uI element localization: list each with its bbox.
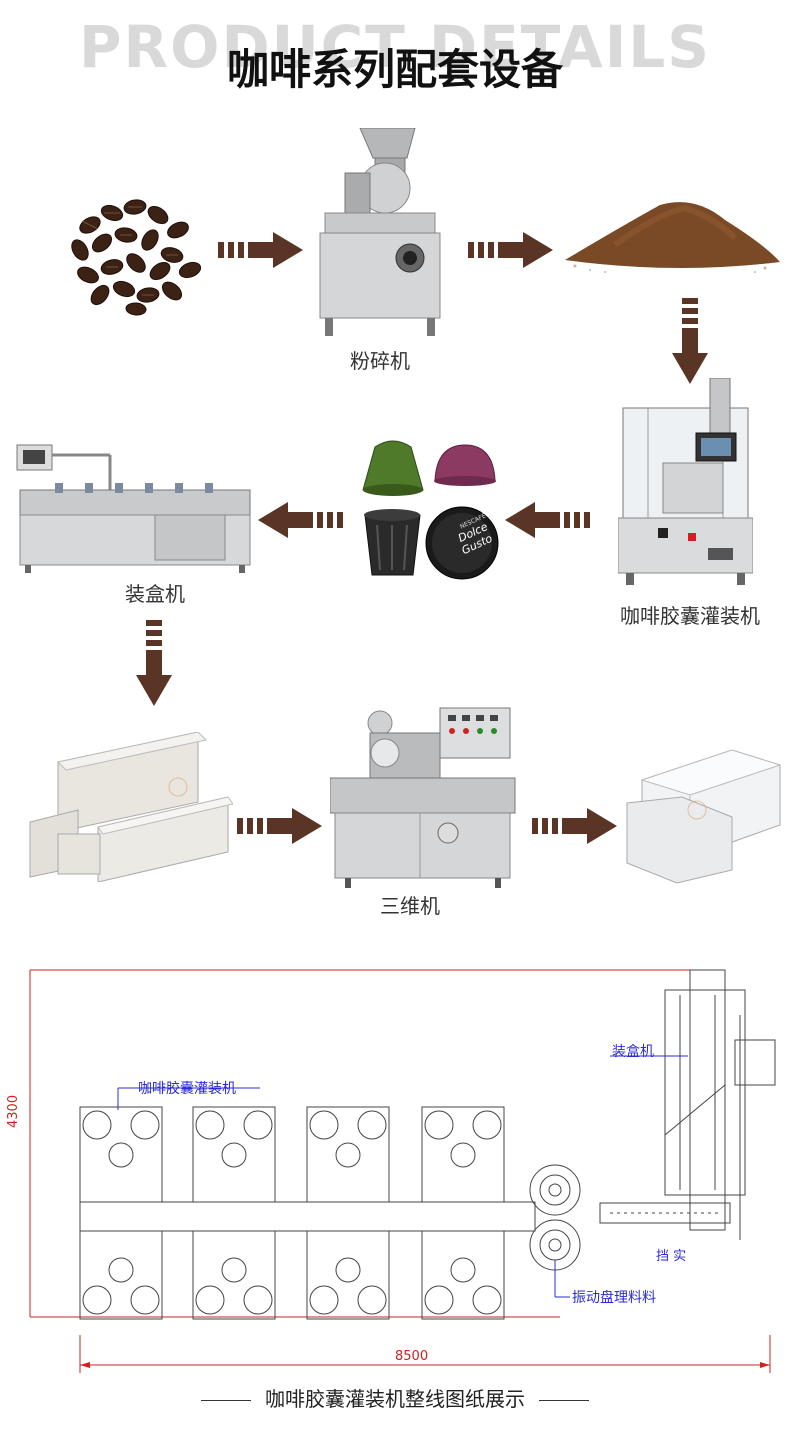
coffee-powder-image	[565, 202, 780, 273]
capsule-filler-machine-image	[618, 378, 753, 585]
grinder-label: 粉碎机	[350, 349, 410, 373]
watermark-text: PRODUCT DETAILS	[78, 13, 712, 81]
drawing-label-filler: 咖啡胶囊灌装机	[138, 1081, 236, 1097]
dimension-height: 4300	[6, 1094, 21, 1128]
coffee-beans-image	[71, 199, 202, 316]
footer-dash-left	[200, 1400, 251, 1401]
wrapped-boxes-image	[626, 749, 782, 884]
footer-caption-row: 咖啡胶囊灌装机整线图纸展示	[0, 1383, 790, 1412]
flow-arrow-left	[258, 502, 343, 538]
page-title: 咖啡系列配套设备	[226, 45, 563, 94]
grinder-machine-image	[319, 128, 441, 336]
cartoner-label: 装盒机	[125, 582, 185, 606]
footer-dash-right	[539, 1400, 590, 1401]
drawing-label-side: 挡 实	[656, 1249, 687, 1264]
flow-arrow-right	[218, 232, 303, 268]
flow-arrow-down	[672, 298, 708, 384]
coffee-capsules-image	[362, 440, 499, 580]
drawing-label-cartoner: 装盒机	[612, 1044, 654, 1060]
wrapping-machine-image	[330, 707, 516, 888]
cartoner-machine-image	[16, 444, 251, 573]
drawing-label-vibratory: 振动盘理料料	[572, 1290, 656, 1306]
capsule-filler-label: 咖啡胶囊灌装机	[620, 604, 760, 628]
flow-arrow-left	[505, 502, 590, 538]
white-boxes-image	[29, 732, 233, 882]
flow-arrow-right	[532, 808, 617, 844]
flow-arrow-down	[136, 620, 172, 706]
footer-caption: 咖啡胶囊灌装机整线图纸展示	[265, 1387, 525, 1411]
line-layout-drawing	[29, 969, 776, 1373]
dimension-width: 8500	[395, 1349, 429, 1364]
flow-arrow-right	[468, 232, 553, 268]
flow-arrow-right	[237, 808, 322, 844]
wrapping-machine-label: 三维机	[380, 894, 440, 918]
